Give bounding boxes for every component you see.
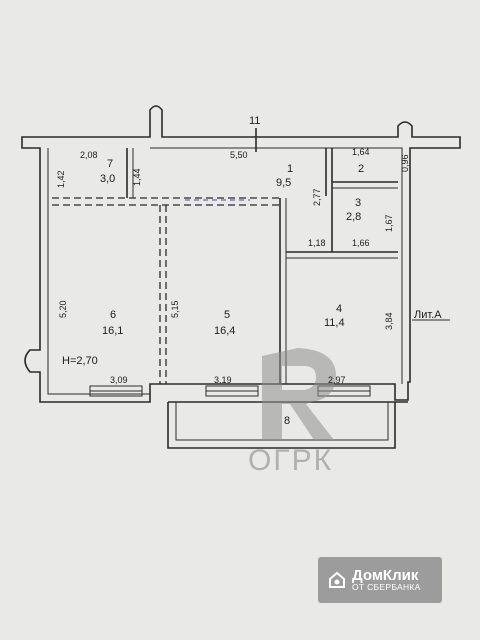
watermark-text: ОГРК — [248, 444, 333, 477]
room-1-area: 9,5 — [276, 177, 291, 189]
dim-2-08: 2,08 — [80, 150, 98, 160]
dim-1-44: 1,44 — [132, 168, 142, 186]
dim-2-97: 2,97 — [328, 375, 346, 385]
room-6-area: 16,1 — [102, 325, 123, 337]
room-6-number: 6 — [110, 309, 116, 321]
dim-5-15: 5,15 — [170, 300, 180, 318]
labels: 11 2,08 5,50 1,64 1,18 1,66 3,09 3,19 2,… — [56, 115, 450, 427]
dim-1-18: 1,18 — [308, 238, 326, 248]
building-label: Лит.А — [414, 309, 442, 321]
room-7-number: 7 — [107, 158, 113, 170]
dim-1-42: 1,42 — [56, 170, 66, 188]
room-7-area: 3,0 — [100, 173, 115, 185]
room-1-number: 1 — [287, 163, 293, 175]
room-4-number: 4 — [336, 303, 342, 315]
dim-5-20: 5,20 — [58, 300, 68, 318]
dim-1-64: 1,64 — [352, 147, 370, 157]
plan-marker: 11 — [249, 115, 260, 127]
badge-subtitle: ОТ СБЕРБАНКА — [352, 582, 421, 593]
dim-3-84: 3,84 — [384, 312, 394, 330]
dim-3-19: 3,19 — [214, 375, 232, 385]
room-5-number: 5 — [224, 309, 230, 321]
windows — [89, 385, 371, 397]
room-3-area: 2,8 — [346, 211, 361, 223]
dim-3-09: 3,09 — [110, 375, 128, 385]
watermark-logo: ОГРК — [248, 348, 336, 477]
dim-2-77: 2,77 — [312, 188, 322, 206]
dim-5-50: 5,50 — [230, 150, 248, 160]
dim-1-67: 1,67 — [384, 214, 394, 232]
room-5-area: 16,4 — [214, 325, 235, 337]
room-4-area: 11,4 — [324, 317, 345, 329]
room-2-number: 2 — [358, 163, 364, 175]
dim-1-66: 1,66 — [352, 238, 370, 248]
house-icon — [328, 571, 346, 589]
room-8-number: 8 — [284, 415, 290, 427]
outer-walls — [21, 105, 461, 403]
domclick-badge: ДомКлик ОТ СБЕРБАНКА — [318, 557, 442, 603]
badge-title: ДомКлик — [352, 566, 419, 584]
room-3-number: 3 — [355, 197, 361, 209]
partitions — [52, 128, 398, 384]
ceiling-height: H=2,70 — [62, 355, 98, 367]
dim-0-96: 0,96 — [400, 154, 410, 172]
